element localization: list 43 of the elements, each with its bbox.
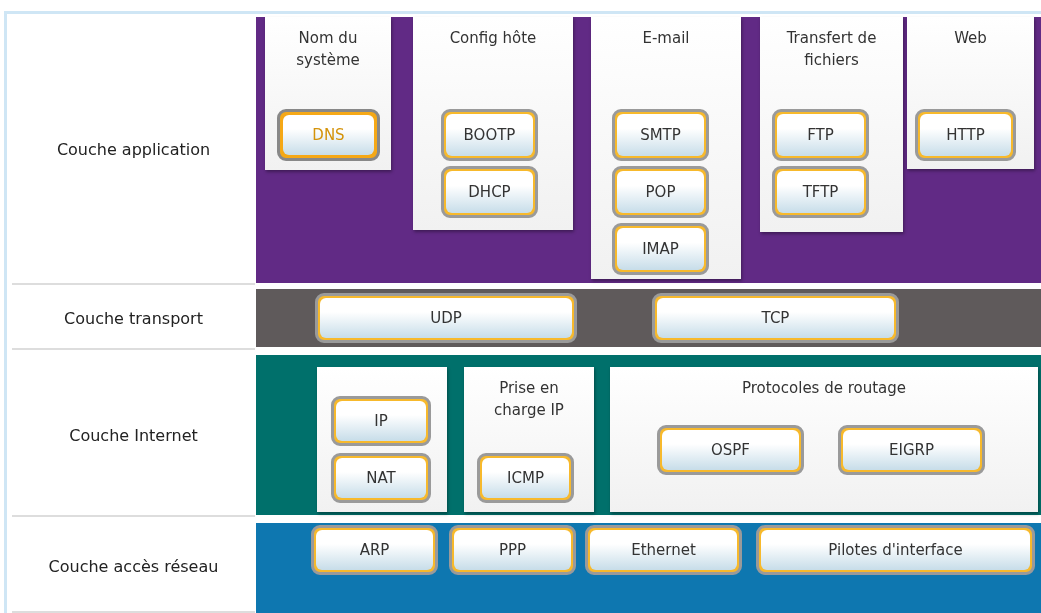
category-panel — [464, 367, 594, 512]
category-title: E-mail — [641, 28, 691, 49]
protocol-button: PPP — [449, 525, 576, 575]
layer-band — [256, 355, 1041, 515]
protocol-button: ARP — [311, 525, 438, 575]
layer-band — [256, 17, 1041, 283]
category-title: Protocoles de routage — [740, 378, 908, 399]
category-title: Nom du système — [295, 28, 361, 71]
protocol-button: EIGRP — [838, 425, 985, 475]
category-title: Prise en charge IP — [493, 378, 565, 421]
protocol-button: UDP — [315, 293, 577, 343]
protocol-button: OSPF — [657, 425, 804, 475]
layer-name: Couche Internet — [69, 425, 198, 445]
category-panel — [413, 17, 573, 230]
category-title: Web — [953, 28, 988, 49]
protocol-button: DHCP — [441, 166, 538, 218]
protocol-button: ICMP — [477, 453, 574, 503]
protocol-button: BOOTP — [441, 109, 538, 161]
protocol-button: DNS — [277, 109, 380, 161]
protocol-button: IMAP — [612, 223, 709, 275]
category-panel — [760, 17, 903, 232]
category-panel — [907, 17, 1034, 169]
category-title: Transfert de fichiers — [785, 28, 878, 71]
protocol-button: TCP — [652, 293, 899, 343]
protocol-button: SMTP — [612, 109, 709, 161]
protocol-button: Pilotes d'interface — [756, 525, 1035, 575]
layer-band — [256, 289, 1041, 347]
protocol-button: POP — [612, 166, 709, 218]
protocol-button: NAT — [331, 453, 431, 503]
layer-band — [256, 523, 1041, 613]
layer-name: Couche application — [56, 139, 211, 159]
category-panel — [317, 367, 447, 512]
category-panel — [265, 17, 391, 170]
layer-name: Couche transport — [64, 309, 203, 328]
category-title: Config hôte — [448, 28, 538, 49]
layer-name: Couche accès réseau — [48, 557, 219, 576]
protocol-button: HTTP — [915, 109, 1016, 161]
protocol-button: TFTP — [772, 166, 869, 218]
protocol-button: IP — [331, 396, 431, 446]
protocol-button: Ethernet — [585, 525, 742, 575]
protocol-button: FTP — [772, 109, 869, 161]
category-panel — [610, 367, 1038, 512]
category-panel — [591, 17, 741, 279]
